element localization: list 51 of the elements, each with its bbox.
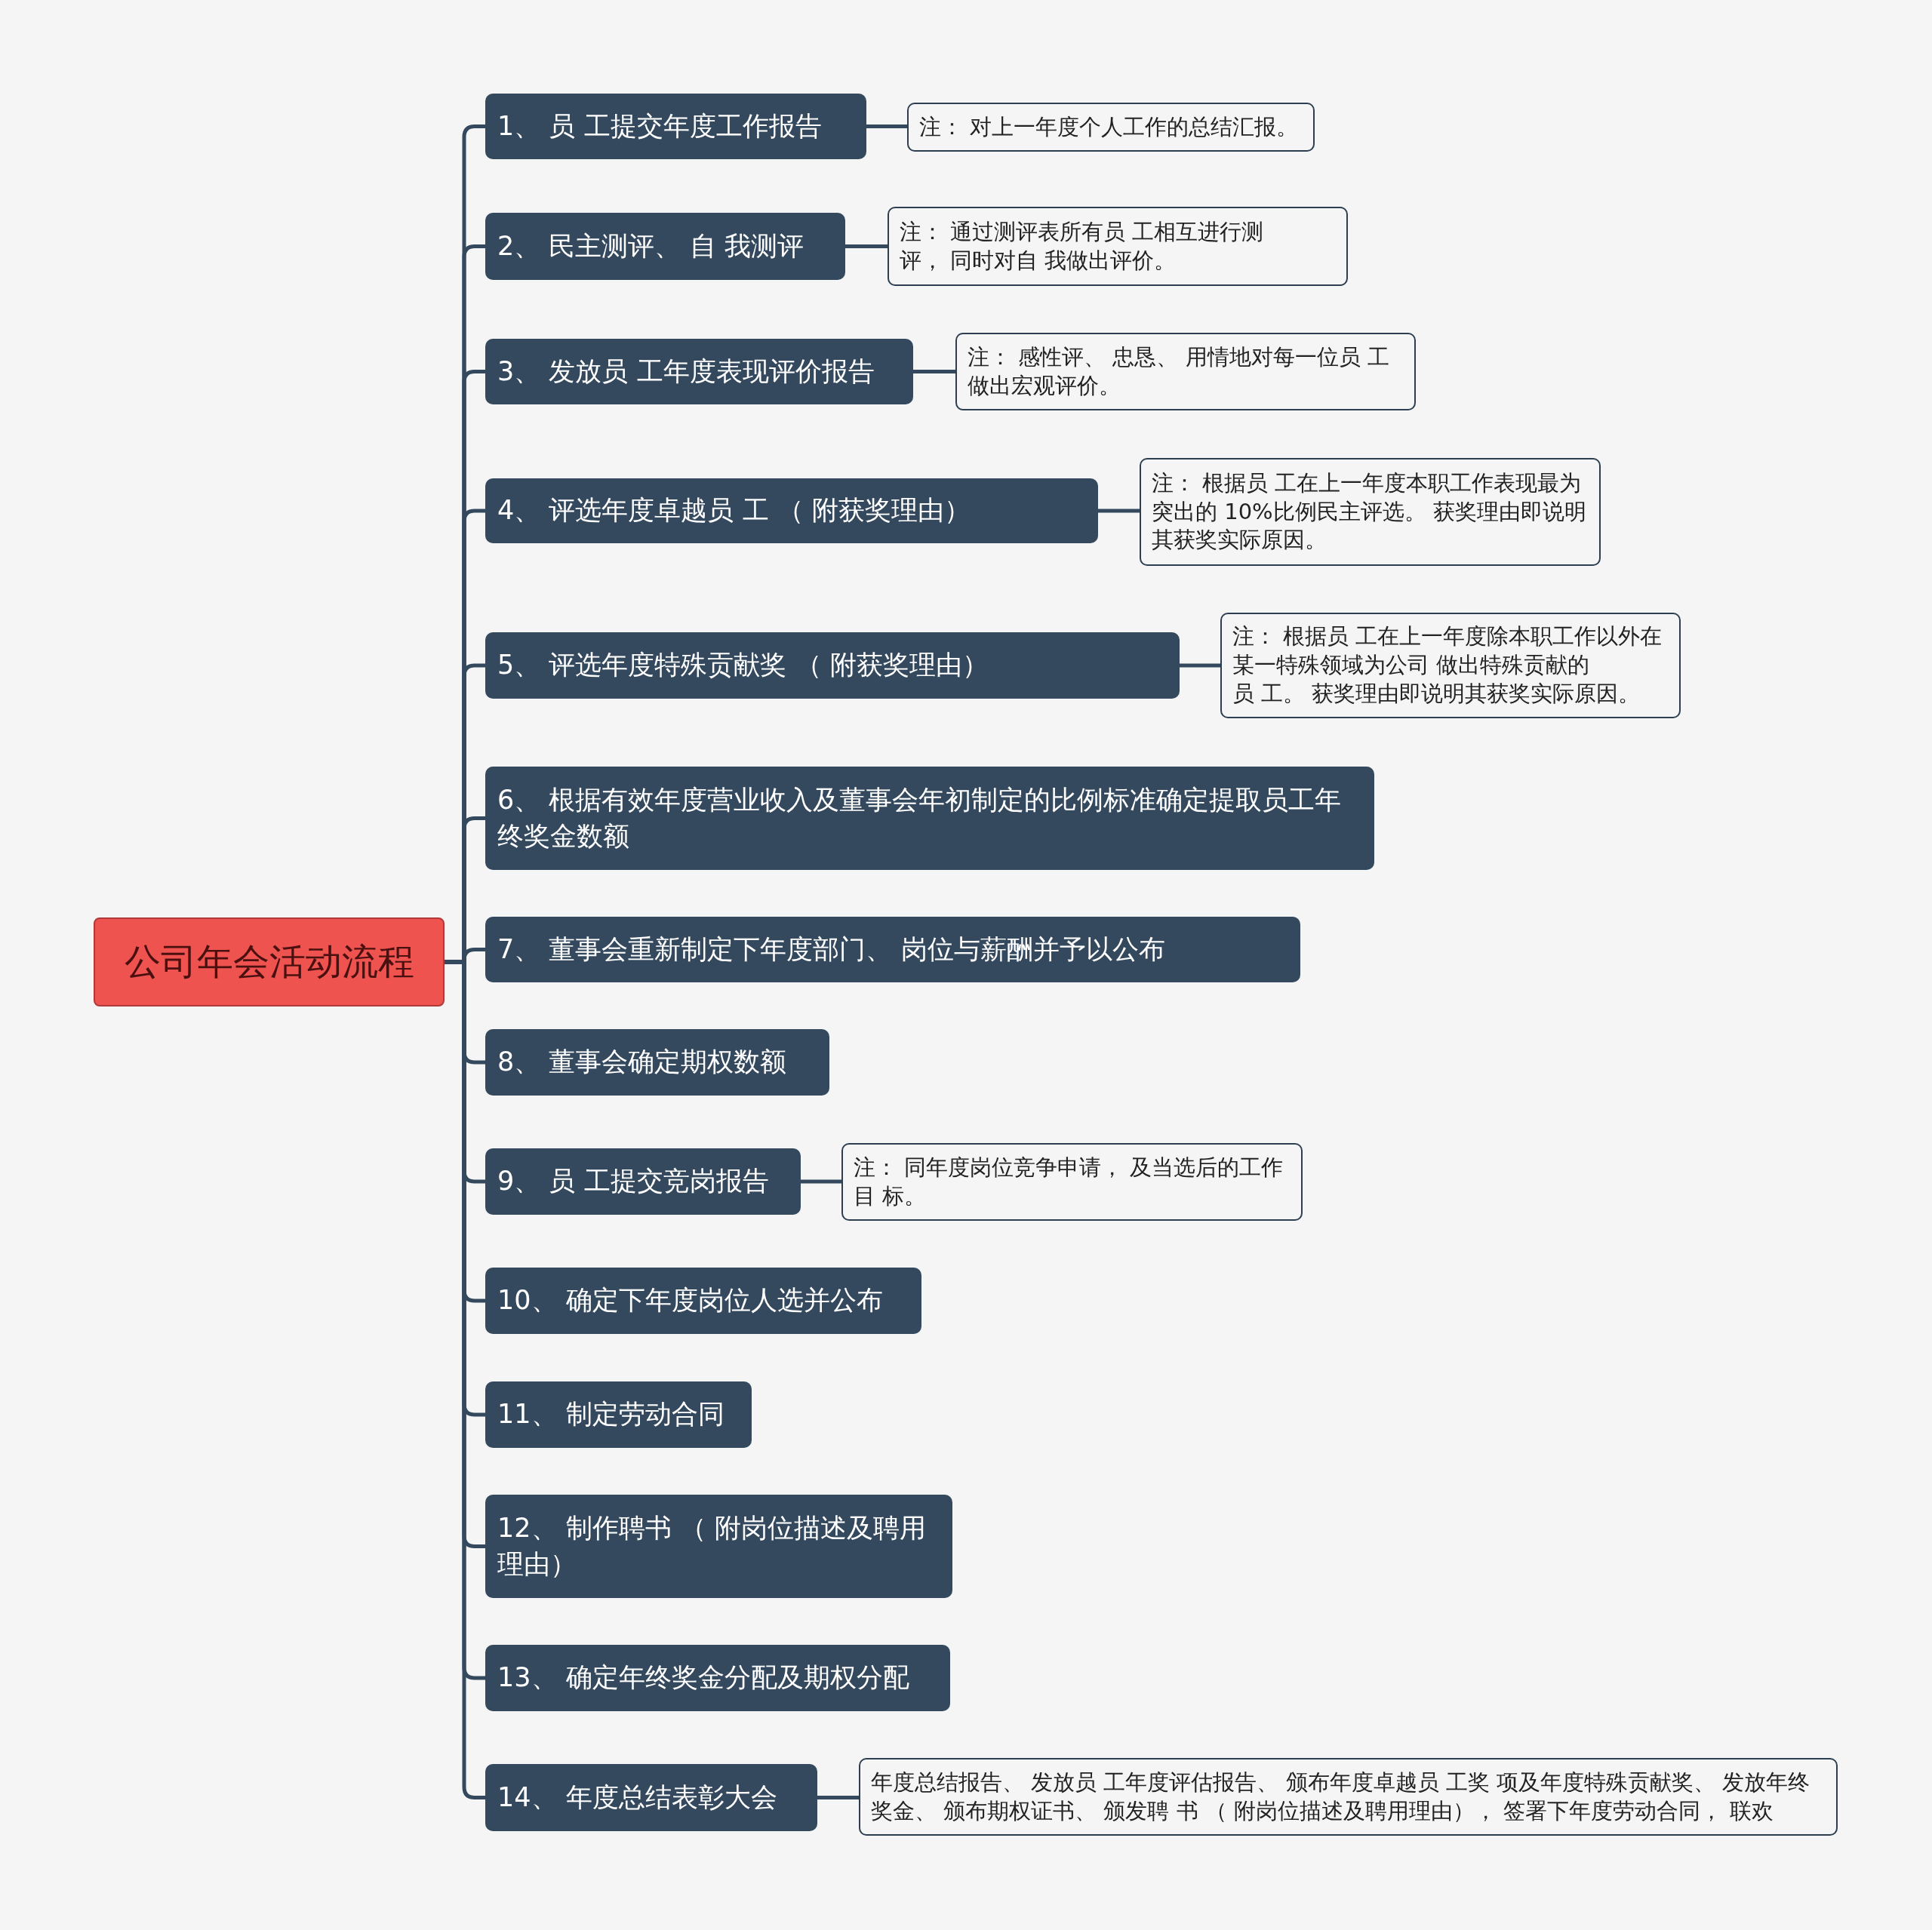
step-box: [485, 917, 1300, 982]
step-text: 8、 董事会确定期权数额: [497, 1046, 787, 1079]
step-text: 13、 确定年终奖金分配及期权分配: [497, 1661, 909, 1695]
note-text: 注： 同年度岗位竞争申请， 及当选后的工作目 标。: [854, 1153, 1284, 1210]
step-text: 2、 民主测评、 自 我测评: [497, 229, 804, 263]
note-box: [1140, 458, 1601, 566]
connector-line: [817, 1796, 859, 1799]
step-box: [485, 1029, 829, 1096]
connector-line: [913, 370, 955, 373]
connector-line: [801, 1179, 841, 1184]
note-box: [859, 1758, 1838, 1836]
step-text: 1、 员 工提交年度工作报告: [497, 109, 822, 143]
note-text: 注： 感性评、 忠恳、 用情地对每一位员 工做出宏观评价。: [968, 343, 1390, 400]
note-text: 注： 通过测评表所有员 工相互进行测评， 同时对自 我做出评价。: [900, 217, 1265, 275]
step-text: 11、 制定劳动合同: [497, 1398, 724, 1431]
note-text: 注： 对上一年度个人工作的总结汇报。: [919, 112, 1299, 141]
note-box: [888, 207, 1348, 286]
title-text: 公司年会活动流程: [124, 939, 414, 984]
note-text: 年度总结报告、 发放员 工年度评估报告、 颁布年度卓越员 工奖 项及年度特殊贡献奖、 发放年终奖金、 颁布期权证书、 颁发聘 书 （ 附岗位描述及聘用理由）， 签署下年度劳动合同， 联欢: [871, 1768, 1811, 1825]
step-box: [485, 478, 1098, 543]
note-box: [955, 333, 1416, 410]
note-text: 注： 根据员 工在上一年度本职工作表现最为突出的 10%比例民主评选。 获奖理由即说明其获奖实际原因。: [1152, 469, 1587, 555]
step-text: 14、 年度总结表彰大会: [497, 1781, 777, 1814]
step-box: [485, 1495, 952, 1598]
step-text: 5、 评选年度特殊贡献奖 （ 附获奖理由）: [497, 649, 989, 682]
step-text: 6、 根据有效年度营业收入及董事会年初制定的比例标准确定提取员工年终奖金数额: [497, 784, 1343, 853]
root-topic-box: [94, 917, 445, 1006]
step-box: [485, 767, 1374, 870]
connector-line: [1180, 663, 1220, 668]
step-box: [485, 1148, 801, 1215]
note-text: 注： 根据员 工在上一年度除本职工作以外在某一特殊领域为公司 做出特殊贡献的员 工。 获奖理由即说明其获奖实际原因。: [1232, 622, 1663, 708]
step-box: [485, 1381, 752, 1448]
step-box: [485, 1645, 950, 1711]
connector-line: [866, 124, 907, 128]
connector-line: [1098, 509, 1140, 513]
note-box: [841, 1143, 1303, 1221]
step-box: [485, 1268, 921, 1334]
step-text: 3、 发放员 工年度表现评价报告: [497, 355, 875, 388]
note-box: [1220, 613, 1681, 718]
step-text: 4、 评选年度卓越员 工 （ 附获奖理由）: [497, 494, 971, 527]
step-text: 7、 董事会重新制定下年度部门、 岗位与薪酬并予以公布: [497, 933, 1165, 966]
step-box: [485, 94, 866, 159]
step-text: 9、 员 工提交竞岗报告: [497, 1165, 769, 1198]
step-text: 12、 制作聘书 （ 附岗位描述及聘用理由）: [497, 1512, 927, 1581]
note-box: [907, 103, 1315, 152]
step-box: [485, 339, 913, 404]
connector-line: [845, 244, 888, 248]
step-text: 10、 确定下年度岗位人选并公布: [497, 1284, 883, 1317]
step-box: [485, 1764, 817, 1831]
step-box: [485, 632, 1180, 699]
step-box: [485, 213, 845, 280]
